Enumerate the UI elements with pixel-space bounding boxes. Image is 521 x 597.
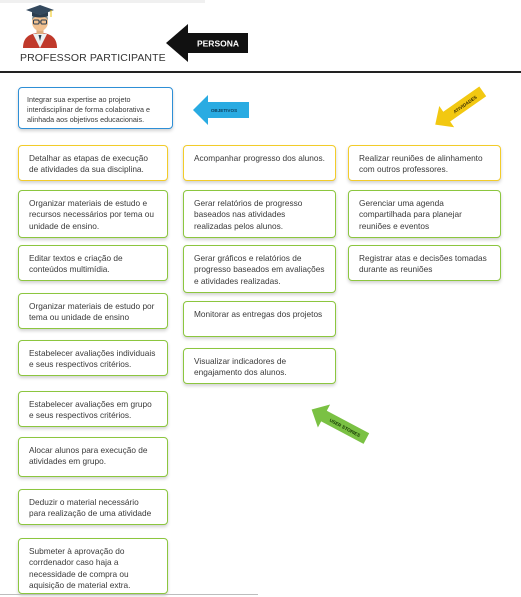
objective-text: Integrar sua expertise ao projeto interd… (27, 95, 151, 124)
persona-arrow: PERSONA (166, 24, 248, 62)
activity-text: Realizar reuniões de alinhamento com out… (359, 153, 483, 175)
user-story-text: Gerar relatórios de progresso baseados n… (194, 198, 303, 231)
user-story-card: Alocar alunos para execução de atividade… (18, 437, 168, 477)
objectives-arrow: OBJETIVOS (193, 95, 249, 125)
activity-card: Realizar reuniões de alinhamento com out… (348, 145, 501, 181)
user-story-text: Estabelecer avaliações em grupo e seus r… (29, 399, 152, 421)
persona-title: PROFESSOR PARTICIPANTE (20, 52, 166, 64)
graduate-teacher-icon (23, 5, 57, 48)
user-story-text: Visualizar indicadores de engajamento do… (194, 356, 287, 378)
user-story-text: Gerar gráficos e relatórios de progresso… (194, 253, 325, 286)
activity-text: Detalhar as etapas de execução de ativid… (29, 153, 149, 175)
bottom-edge-line (0, 594, 258, 595)
user-story-card: Estabelecer avaliações individuais e seu… (18, 340, 168, 376)
user-story-card: Organizar materiais de estudo por tema o… (18, 293, 168, 329)
activity-card: Acompanhar progresso dos alunos. (183, 145, 336, 181)
user-story-card: Gerar relatórios de progresso baseados n… (183, 190, 336, 238)
user-story-card: Visualizar indicadores de engajamento do… (183, 348, 336, 384)
user-story-card: Organizar materiais de estudo e recursos… (18, 190, 168, 238)
user-story-card: Monitorar as entregas dos projetos (183, 301, 336, 337)
user-story-text: Organizar materiais de estudo e recursos… (29, 198, 154, 231)
user-story-text: Submeter à aprovação do corrdenador caso… (29, 546, 131, 591)
persona-arrow-label: PERSONA (197, 39, 239, 49)
user-story-text: Organizar materiais de estudo por tema o… (29, 301, 155, 323)
objectives-arrow-label: OBJETIVOS (211, 108, 237, 113)
user-story-text: Gerenciar uma agenda compartilhada para … (359, 198, 462, 231)
objective-card: Integrar sua expertise ao projeto interd… (18, 87, 173, 129)
user-story-text: Registrar atas e decisões tomadas durant… (359, 253, 487, 275)
activity-card: Detalhar as etapas de execução de ativid… (18, 145, 168, 181)
activity-text: Acompanhar progresso dos alunos. (194, 153, 325, 163)
user-stories-arrow: USER STORIES (311, 404, 370, 444)
user-story-card: Submeter à aprovação do corrdenador caso… (18, 538, 168, 594)
activities-arrow: ATIVIDADES (435, 86, 487, 128)
user-story-text: Alocar alunos para execução de atividade… (29, 445, 148, 467)
user-story-card: Gerar gráficos e relatórios de progresso… (183, 245, 336, 293)
user-story-text: Editar textos e criação de conteúdos mul… (29, 253, 123, 275)
user-story-card: Gerenciar uma agenda compartilhada para … (348, 190, 501, 238)
user-story-text: Deduzir o material necessário para reali… (29, 497, 152, 519)
user-story-text: Monitorar as entregas dos projetos (194, 309, 323, 319)
user-story-card: Estabelecer avaliações em grupo e seus r… (18, 391, 168, 427)
user-story-text: Estabelecer avaliações individuais e seu… (29, 348, 156, 370)
header-divider (0, 71, 521, 73)
top-edge-bar (0, 0, 205, 3)
user-story-card: Editar textos e criação de conteúdos mul… (18, 245, 168, 281)
user-story-card: Registrar atas e decisões tomadas durant… (348, 245, 501, 281)
user-story-card: Deduzir o material necessário para reali… (18, 489, 168, 525)
